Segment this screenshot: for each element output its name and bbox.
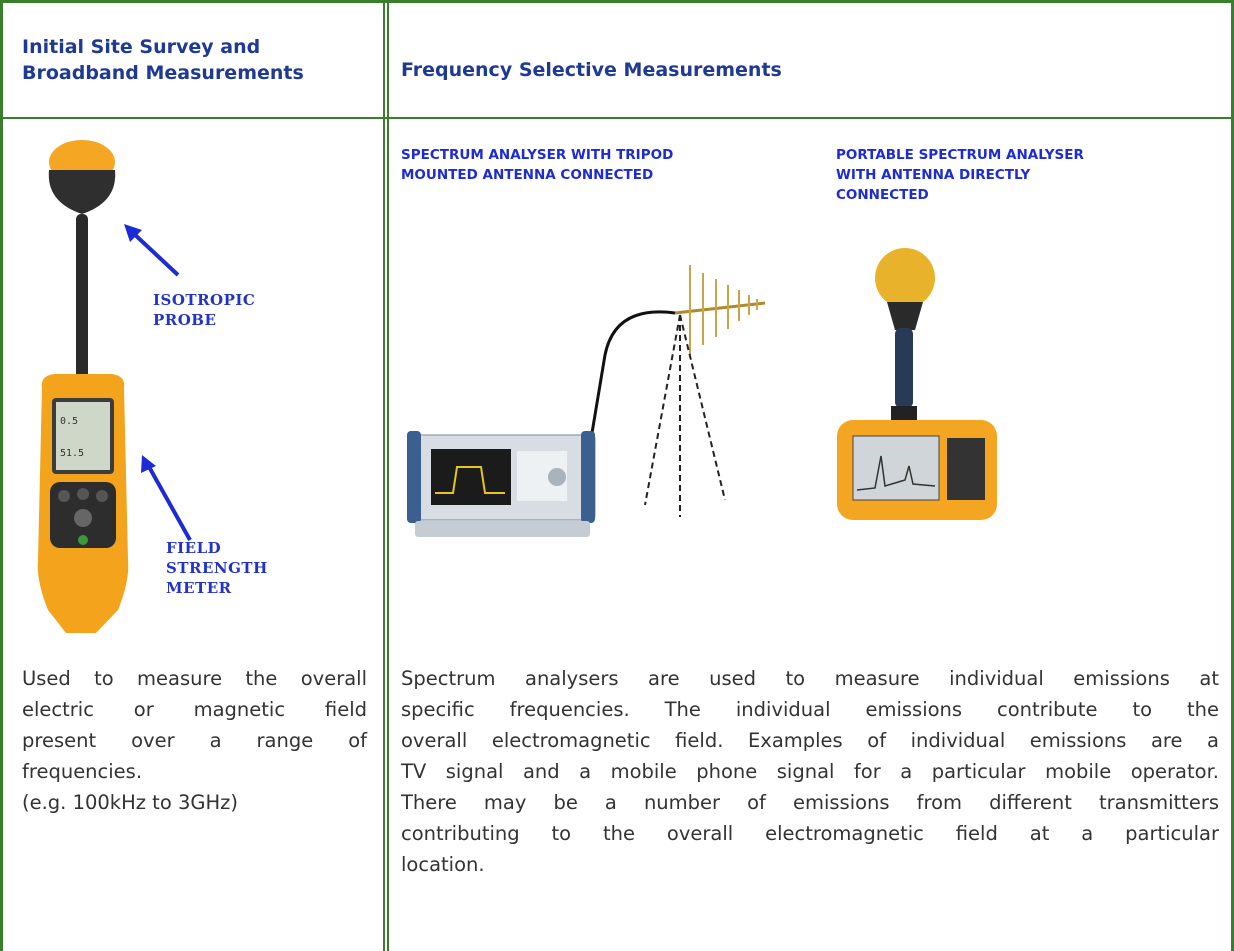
- caption-line: PORTABLE SPECTRUM ANALYSER: [836, 147, 1084, 163]
- meter-button-icon: [77, 488, 89, 500]
- caption-portable-analyser: PORTABLE SPECTRUM ANALYSER WITH ANTENNA …: [836, 145, 1216, 205]
- meter-button-icon: [96, 490, 108, 502]
- description-line: Spectrum analysers are used to measure i…: [401, 667, 1219, 690]
- meter-arrow-icon: [146, 464, 192, 541]
- analyser-trace-icon: [435, 466, 505, 494]
- portable-analyser-trace-icon: [856, 455, 936, 491]
- description-line: frequencies.: [22, 760, 143, 783]
- antenna-cable-icon: [583, 310, 676, 476]
- isotropic-probe-label: ISOTROPIC PROBE: [153, 290, 255, 330]
- probe-arrow-icon: [130, 230, 180, 277]
- header-row-divider: [0, 117, 1234, 119]
- caption-tripod-analyser: SPECTRUM ANALYSER WITH TRIPOD MOUNTED AN…: [401, 145, 811, 185]
- caption-line: SPECTRUM ANALYSER WITH TRIPOD: [401, 147, 674, 163]
- tripod-icon: [644, 314, 726, 517]
- portable-probe-head-icon: [875, 248, 935, 308]
- field-strength-meter-image: 0.5 51.5: [37, 140, 192, 633]
- log-periodic-antenna-icon: [674, 265, 766, 355]
- field-strength-meter-label: FIELD STRENGTH METER: [166, 538, 268, 598]
- description-line: contributing to the overall electromagne…: [401, 822, 1219, 845]
- column-divider: [383, 0, 385, 951]
- header-text: Frequency Selective Measurements: [401, 59, 782, 81]
- frequency-selective-description: Spectrum analysers are used to measure i…: [401, 663, 1219, 880]
- probe-arrowhead-icon: [124, 224, 142, 242]
- portable-analyser-screen-icon: [852, 435, 940, 501]
- caption-line: CONNECTED: [836, 187, 929, 203]
- description-line: present over a range of: [22, 729, 367, 752]
- analyser-side-handle-icon: [407, 431, 421, 523]
- meter-reading-top: 0.5: [60, 416, 78, 427]
- portable-probe-rod-icon: [895, 328, 913, 408]
- meter-power-icon: [78, 535, 88, 545]
- column-divider-inner: [387, 0, 389, 951]
- broadband-description: Used to measure the overall electric or …: [22, 663, 367, 818]
- table-border-right: [1231, 0, 1234, 951]
- label-line: PROBE: [153, 311, 217, 329]
- description-line: specific frequencies. The individual emi…: [401, 698, 1219, 721]
- table-border-top: [0, 0, 1234, 3]
- analyser-knob-icon: [548, 468, 566, 486]
- caption-line: MOUNTED ANTENNA CONNECTED: [401, 167, 654, 183]
- meter-button-icon: [58, 490, 70, 502]
- caption-line: WITH ANTENNA DIRECTLY: [836, 167, 1031, 183]
- portable-spectrum-analyser-image: [837, 248, 997, 520]
- description-line: location.: [401, 853, 485, 876]
- description-line: (e.g. 100kHz to 3GHz): [22, 791, 238, 814]
- column-header-broadband: Initial Site Survey and Broadband Measur…: [22, 34, 372, 86]
- portable-probe-neck-icon: [887, 302, 923, 330]
- analyser-side-handle-icon: [581, 431, 595, 523]
- description-line: electric or magnetic field: [22, 698, 367, 721]
- label-line: METER: [166, 579, 232, 597]
- header-line: Broadband Measurements: [22, 62, 304, 84]
- meter-reading-bottom: 51.5: [60, 448, 84, 459]
- meter-arrowhead-icon: [141, 455, 156, 473]
- analyser-stand-icon: [415, 521, 590, 537]
- meter-screen-icon: [56, 402, 110, 470]
- analyser-screen-icon: [431, 449, 511, 505]
- description-line: TV signal and a mobile phone signal for …: [401, 760, 1219, 783]
- label-line: STRENGTH: [166, 559, 268, 577]
- label-line: ISOTROPIC: [153, 291, 256, 309]
- probe-base-icon: [48, 170, 116, 214]
- portable-analyser-keypad-icon: [947, 438, 985, 500]
- portable-probe-mount-icon: [891, 406, 917, 422]
- tripod-spectrum-analyser-image: [407, 265, 766, 537]
- probe-rod-icon: [76, 214, 88, 384]
- table-border-left: [0, 0, 3, 951]
- column-header-frequency-selective: Frequency Selective Measurements: [401, 57, 1101, 83]
- header-line: Initial Site Survey and: [22, 36, 261, 58]
- description-line: overall electromagnetic field. Examples …: [401, 729, 1219, 752]
- description-line: Used to measure the overall: [22, 667, 367, 690]
- description-line: There may be a number of emissions from …: [401, 791, 1219, 814]
- label-line: FIELD: [166, 539, 222, 557]
- meter-dial-icon: [74, 509, 92, 527]
